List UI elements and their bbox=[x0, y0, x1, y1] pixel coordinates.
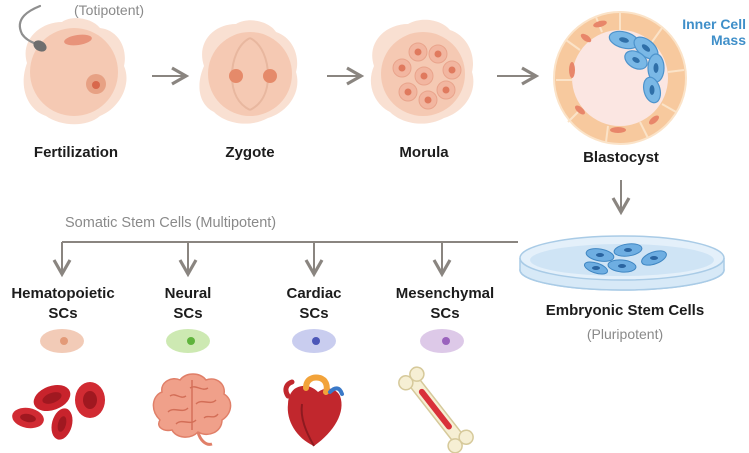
inner-cell-mass-label: Inner Cell Mass bbox=[664, 16, 746, 48]
hematopoietic-name: Hematopoietic bbox=[11, 285, 115, 302]
embryonic-stem-cells-label: Embryonic Stem Cells bbox=[545, 302, 705, 319]
hematopoietic-label: Hematopoietic SCs bbox=[4, 284, 122, 324]
fertilization-label: Fertilization bbox=[33, 144, 119, 161]
fertilization-cell bbox=[23, 18, 127, 125]
neural-cell bbox=[166, 329, 210, 353]
hematopoietic-suffix: SCs bbox=[48, 305, 78, 322]
hematopoietic-cell bbox=[40, 329, 84, 353]
mesenchymal-cell bbox=[420, 329, 464, 353]
mesenchymal-name: Mesenchymal bbox=[395, 285, 495, 302]
blastocyst-cell bbox=[553, 11, 687, 145]
sperm-icon bbox=[18, 4, 47, 52]
inner-cell-mass-line2: Mass bbox=[710, 32, 746, 48]
blastocyst-label: Blastocyst bbox=[583, 149, 659, 166]
somatic-branch-lines bbox=[52, 241, 518, 278]
cardiac-suffix: SCs bbox=[299, 305, 329, 322]
somatic-header: Somatic Stem Cells (Multipotent) bbox=[65, 215, 277, 231]
neural-name: Neural bbox=[164, 285, 212, 302]
heart-icon bbox=[283, 374, 344, 447]
morula-label: Morula bbox=[399, 144, 449, 161]
inner-cell-mass bbox=[608, 30, 665, 104]
neural-suffix: SCs bbox=[173, 305, 203, 322]
mesenchymal-suffix: SCs bbox=[430, 305, 460, 322]
brain-icon bbox=[152, 373, 232, 446]
mesenchymal-label: Mesenchymal SCs bbox=[390, 284, 500, 324]
totipotent-label: (Totipotent) bbox=[74, 2, 145, 18]
bone-icon bbox=[398, 366, 474, 453]
zygote-cell bbox=[199, 20, 298, 124]
neural-label: Neural SCs bbox=[148, 284, 228, 324]
petri-dish-icon bbox=[519, 235, 725, 291]
red-blood-cells-icon bbox=[12, 382, 105, 440]
cardiac-name: Cardiac bbox=[286, 285, 342, 302]
zygote-label: Zygote bbox=[225, 144, 275, 161]
pluripotent-label: (Pluripotent) bbox=[586, 326, 664, 342]
morula-cell bbox=[370, 19, 474, 124]
cardiac-cell bbox=[292, 329, 336, 353]
inner-cell-mass-line1: Inner Cell bbox=[682, 16, 746, 32]
cardiac-label: Cardiac SCs bbox=[274, 284, 354, 324]
